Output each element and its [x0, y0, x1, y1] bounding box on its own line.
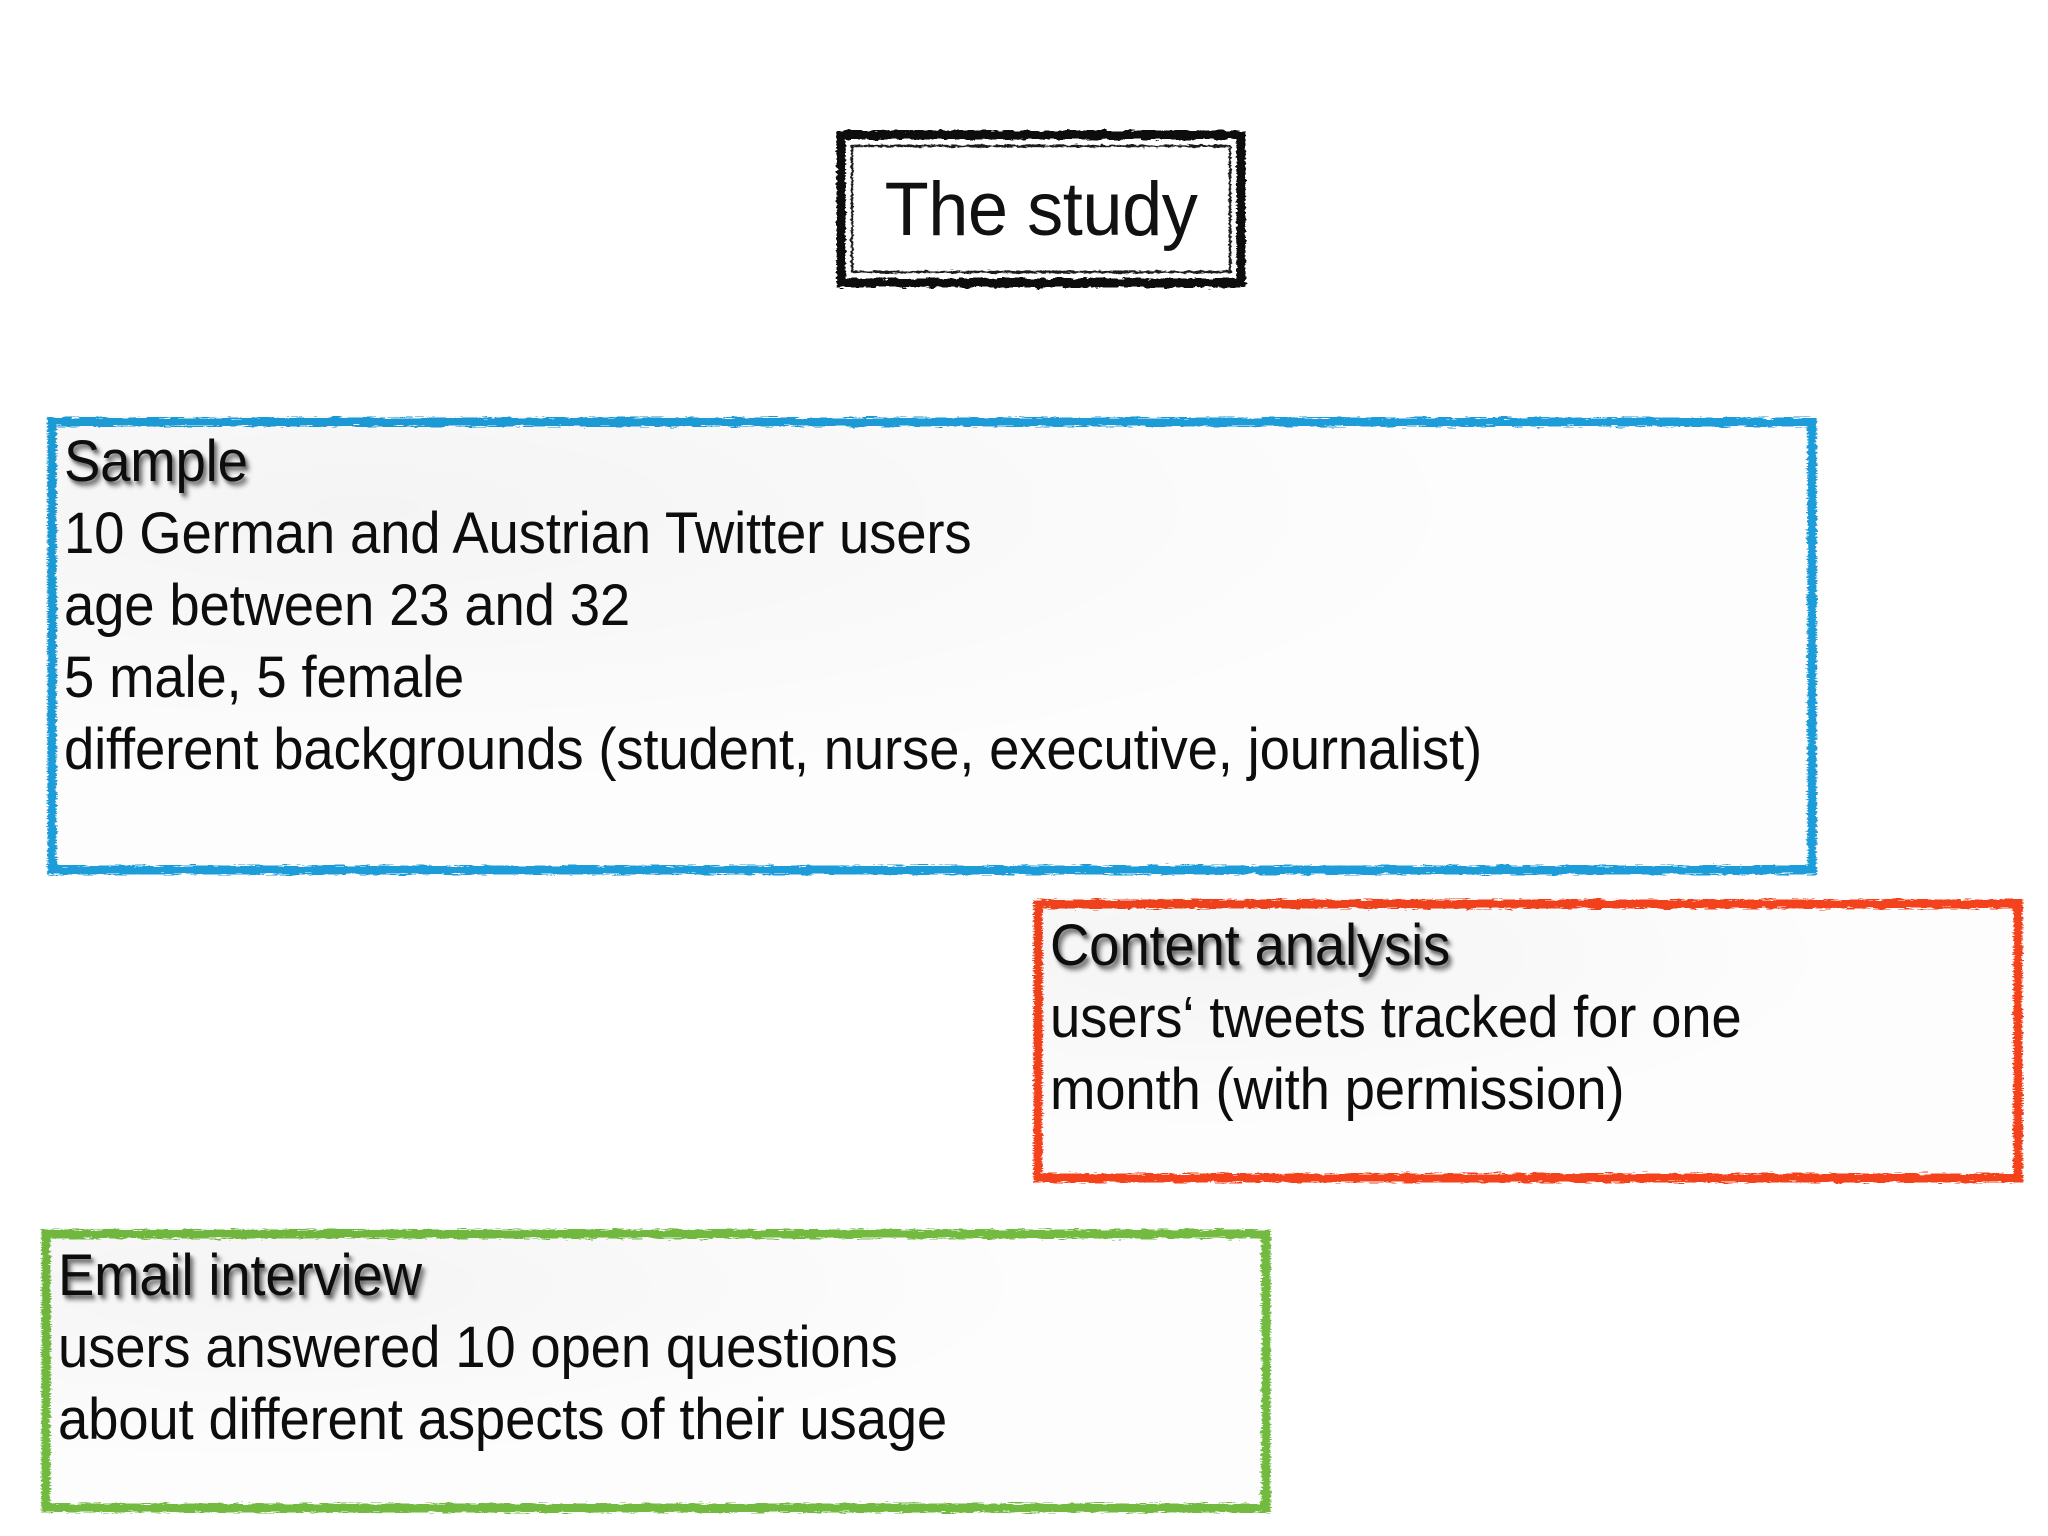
card-email-interview: Email interview users answered 10 open q…	[40, 1228, 1272, 1514]
card-content-analysis-line-1: users‘ tweets tracked for one	[1050, 985, 1742, 1050]
page-title: The study	[884, 166, 1198, 252]
card-sample-line-4: different backgrounds (student, nurse, e…	[64, 717, 1482, 782]
card-email-interview-body: Email interview users answered 10 open q…	[40, 1228, 1272, 1514]
card-sample-line-1: 10 German and Austrian Twitter users	[64, 501, 972, 566]
card-sample-line-2: age between 23 and 32	[64, 573, 630, 638]
card-sample-line-3: 5 male, 5 female	[64, 645, 465, 710]
card-email-interview-line-1: users answered 10 open questions	[58, 1315, 898, 1380]
slide-title-block: The study	[836, 130, 1246, 288]
card-email-interview-line-2: about different aspects of their usage	[58, 1387, 948, 1452]
card-sample-heading: Sample	[64, 429, 248, 494]
card-content-analysis: Content analysis users‘ tweets tracked f…	[1032, 898, 2024, 1184]
card-email-interview-heading: Email interview	[58, 1243, 422, 1308]
card-content-analysis-body: Content analysis users‘ tweets tracked f…	[1032, 898, 2024, 1184]
card-sample: Sample 10 German and Austrian Twitter us…	[46, 416, 1818, 876]
card-content-analysis-heading: Content analysis	[1050, 913, 1451, 978]
title-frame-rough-rectangle	[836, 130, 1246, 288]
card-content-analysis-line-2: month (with permission)	[1050, 1057, 1625, 1122]
card-sample-body: Sample 10 German and Austrian Twitter us…	[46, 416, 1818, 876]
